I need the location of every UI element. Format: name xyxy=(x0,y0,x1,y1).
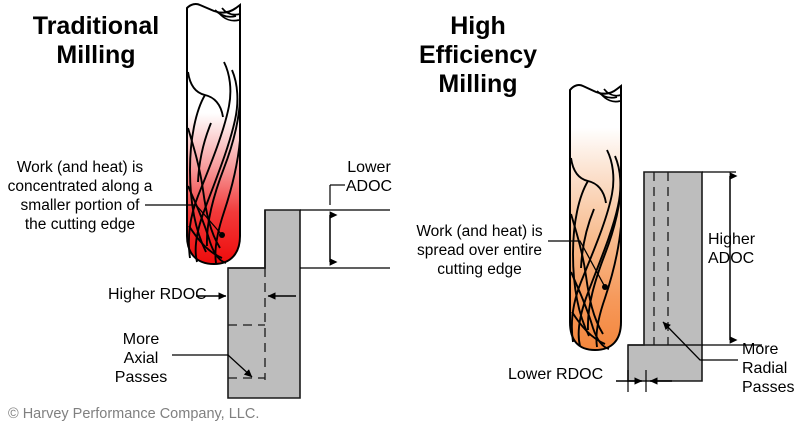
left-pass-lines xyxy=(228,268,266,380)
copyright-notice: © Harvey Performance Company, LLC. xyxy=(8,406,260,422)
label-lower-rdoc: Lower RDOC xyxy=(508,366,604,383)
panel-title-traditional: Traditional Milling xyxy=(32,12,160,69)
left-axial-passes-leader xyxy=(172,354,253,378)
label-lower-adoc: Lower ADOC xyxy=(345,159,393,195)
right-workpiece xyxy=(627,171,703,382)
label-higher-rdoc: Higher RDOC xyxy=(108,286,207,303)
left-callout-leader xyxy=(145,204,223,236)
left-end-mill xyxy=(145,3,241,266)
right-callout-leader xyxy=(548,240,606,288)
left-flutes xyxy=(187,61,241,264)
right-dimension-rdoc xyxy=(616,370,672,392)
label-more-axial-passes: More Axial Passes xyxy=(114,331,168,386)
right-radial-passes-leader xyxy=(662,321,738,361)
panel-title-high-efficiency: High Efficiency Milling xyxy=(418,12,538,98)
label-more-radial-passes: More Radial Passes xyxy=(742,341,795,396)
callout-traditional-heat: Work (and heat) is concentrated along a … xyxy=(7,159,153,233)
right-flutes xyxy=(570,149,622,350)
callout-hem-heat: Work (and heat) is spread over entire cu… xyxy=(416,223,543,278)
right-end-mill xyxy=(548,84,622,352)
left-dimension-adoc xyxy=(300,184,390,269)
right-dimension-adoc xyxy=(702,171,762,346)
label-higher-adoc: Higher ADOC xyxy=(708,231,756,267)
